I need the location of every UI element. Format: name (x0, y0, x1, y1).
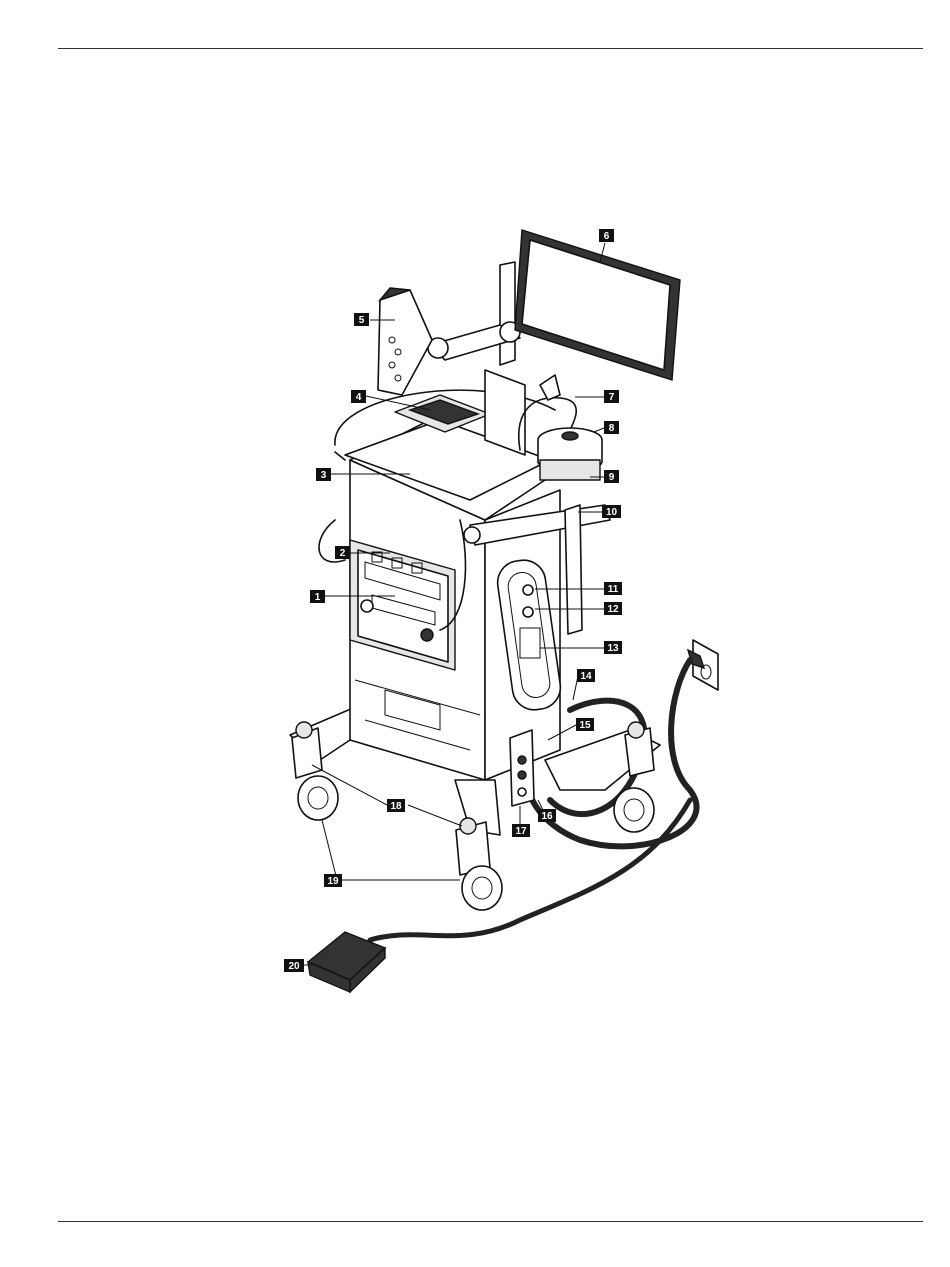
callout-7: 7 (604, 390, 619, 403)
callout-label: 7 (609, 392, 615, 403)
callout-4: 4 (351, 390, 366, 403)
callout-label: 2 (340, 548, 346, 559)
callout-label: 16 (541, 811, 553, 822)
callout-19: 19 (324, 874, 342, 887)
callout-label: 17 (515, 826, 527, 837)
callout-18: 18 (387, 799, 405, 812)
callout-label: 10 (606, 507, 618, 518)
callout-label: 5 (359, 315, 365, 326)
callout-2: 2 (335, 546, 350, 559)
remote-keypad (378, 288, 432, 395)
callout-label: 15 (579, 720, 591, 731)
callout-label: 13 (607, 643, 619, 654)
callout-label: 6 (604, 231, 610, 242)
callout-11: 11 (604, 582, 622, 595)
callout-20: 20 (284, 959, 304, 972)
callout-label: 1 (315, 592, 321, 603)
callout-label: 20 (288, 961, 300, 972)
callout-10: 10 (602, 505, 621, 518)
callout-13: 13 (604, 641, 622, 654)
wall-outlet (688, 640, 718, 690)
display-monitor (515, 230, 680, 380)
callout-label: 3 (321, 470, 327, 481)
callout-label: 8 (609, 423, 615, 434)
callout-3: 3 (316, 468, 331, 481)
callout-15: 15 (576, 718, 594, 731)
callout-9: 9 (604, 470, 619, 483)
callout-6: 6 (599, 229, 614, 242)
callout-label: 4 (356, 392, 362, 403)
callout-14: 14 (577, 669, 595, 682)
callout-label: 11 (608, 584, 619, 595)
callout-label: 12 (607, 604, 619, 615)
callout-8: 8 (604, 421, 619, 434)
callout-label: 9 (609, 472, 615, 483)
callout-12: 12 (604, 602, 622, 615)
callout-label: 18 (390, 801, 402, 812)
callout-16: 16 (538, 809, 556, 822)
callout-5: 5 (354, 313, 369, 326)
callout-label: 19 (327, 876, 339, 887)
callout-1: 1 (310, 590, 325, 603)
callout-label: 14 (580, 671, 592, 682)
callout-17: 17 (512, 824, 530, 837)
